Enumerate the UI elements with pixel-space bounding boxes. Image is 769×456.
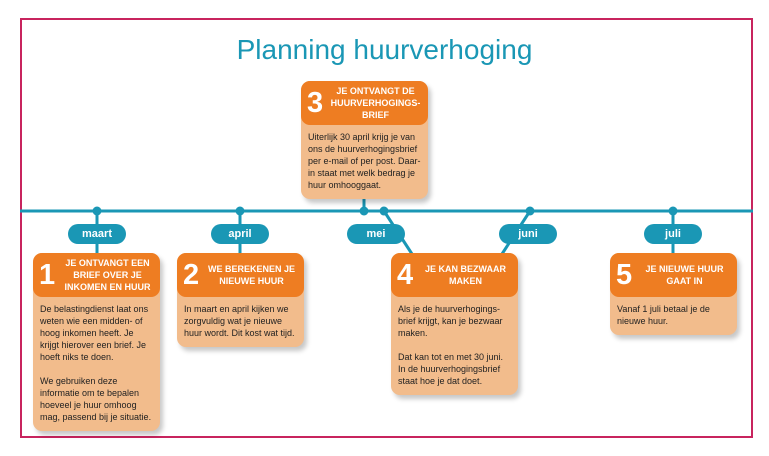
timeline-dot: [92, 206, 102, 216]
step-text: Uiterlijk 30 april krijg je van ons de h…: [308, 132, 421, 190]
timeline-dot: [359, 206, 369, 216]
month-maart: maart: [68, 224, 126, 244]
timeline-dot: [235, 206, 245, 216]
step-text: In maart en april kijken we zorgvuldig w…: [184, 304, 295, 338]
step-card-4: 4 JE KAN BEZWAAR MAKEN Als je de huurverh…: [391, 253, 518, 395]
step-heading: JE ONTVANGT EEN BRIEF OVER JE INKOMEN EN…: [64, 258, 151, 292]
step-number: 2: [183, 258, 200, 291]
timeline-dot: [525, 206, 535, 216]
step-number: 3: [307, 86, 324, 119]
step-text: Dat kan tot en met 30 juni. In de huurve…: [398, 352, 504, 386]
step-text: Vanaf 1 juli betaal je de nieuwe huur.: [617, 304, 710, 326]
timeline-dot: [379, 206, 389, 216]
step-card-2: 2 WE BEREKENEN JE NIEUWE HUUR In maart en…: [177, 253, 304, 347]
step-text: De belastingdienst laat ons weten wie ee…: [40, 304, 149, 362]
month-juni: juni: [499, 224, 557, 244]
step-number: 1: [39, 258, 56, 291]
month-juli: juli: [644, 224, 702, 244]
step-heading: JE ONTVANGT DE HUURVERHOGINGS-BRIEF: [330, 86, 421, 120]
month-april: april: [211, 224, 269, 244]
page-title: Planning huurverhoging: [236, 34, 533, 65]
timeline-dot: [668, 206, 678, 216]
step-text: We gebruiken deze informatie om te bepal…: [40, 376, 152, 422]
step-number: 5: [616, 258, 633, 291]
step-card-5: 5 JE NIEUWE HUUR GAAT IN Vanaf 1 juli bet…: [610, 253, 737, 335]
step-heading: JE KAN BEZWAAR MAKEN: [424, 264, 506, 286]
step-number: 4: [397, 258, 414, 291]
month-mei: mei: [347, 224, 405, 244]
frame: [20, 18, 753, 438]
step-text: Als je de huurverhogings-brief krijgt, k…: [398, 304, 503, 338]
step-heading: JE NIEUWE HUUR GAAT IN: [645, 264, 724, 286]
step-heading: WE BEREKENEN JE NIEUWE HUUR: [207, 264, 296, 286]
